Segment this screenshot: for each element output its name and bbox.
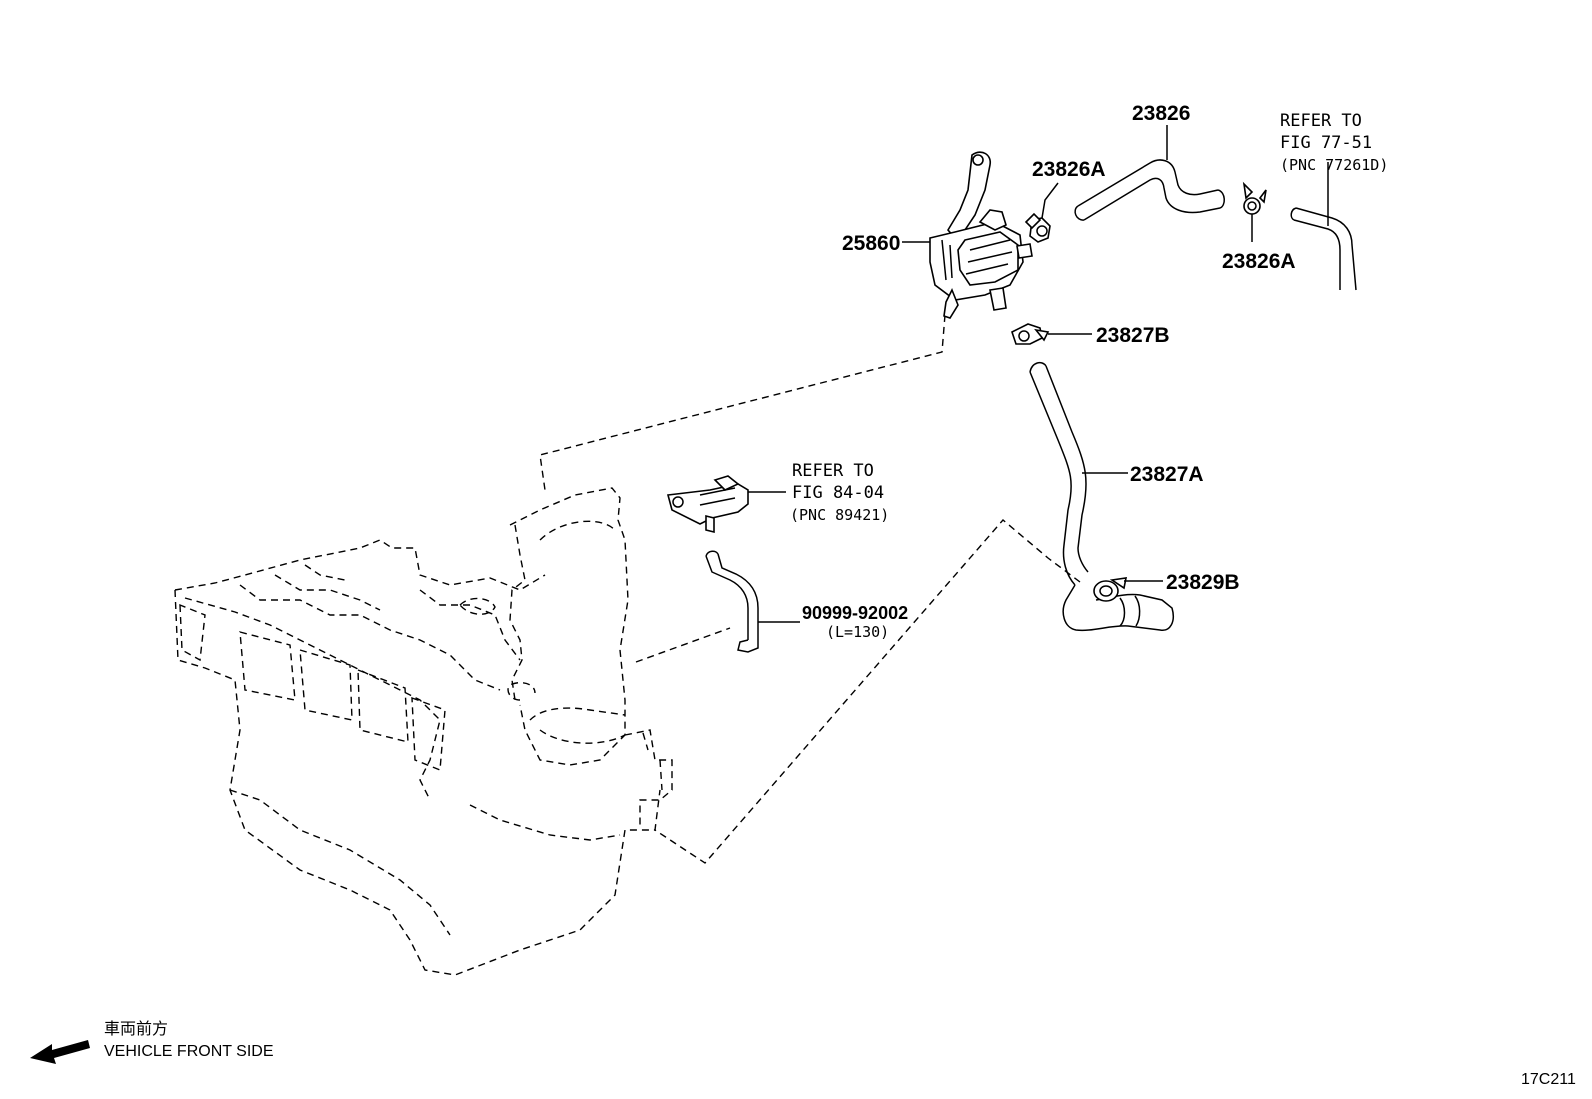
ref-84-04-line3: (PNC 89421) <box>790 506 889 524</box>
callout-23827a: 23827A <box>1130 463 1204 486</box>
direction-label-jp: 車両前方 <box>104 1020 168 1038</box>
vehicle-front-direction-arrow <box>30 1040 90 1064</box>
part-25860-vsv-valve[interactable] <box>929 151 1033 319</box>
ref-77-51-line1: REFER TO <box>1280 111 1362 131</box>
ref-sensor-89421[interactable] <box>666 475 749 534</box>
leader-23826a-left <box>1041 182 1059 219</box>
callout-23826a-left: 23826A <box>1032 158 1106 181</box>
callout-23826: 23826 <box>1132 102 1190 125</box>
figure-code: 17C211 <box>1521 1071 1576 1088</box>
ref-pipe-77261d[interactable] <box>1290 207 1357 291</box>
part-23826-hose[interactable] <box>1074 159 1225 221</box>
connection-dashed-lines <box>539 314 1081 864</box>
part-23826a-clip-left[interactable] <box>1024 212 1051 243</box>
callout-23829b: 23829B <box>1166 571 1240 594</box>
part-23827a-hose[interactable] <box>1029 361 1174 632</box>
direction-label-en: VEHICLE FRONT SIDE <box>104 1043 274 1060</box>
part-90999-92002-hose[interactable] <box>705 550 759 653</box>
part-23826a-clip-right[interactable] <box>1242 181 1267 215</box>
callout-90999-92002-length: (L=130) <box>826 623 889 641</box>
part-23827b-clip[interactable] <box>1011 323 1050 345</box>
engine-assembly-outline <box>174 487 673 976</box>
callout-23827b: 23827B <box>1096 324 1170 347</box>
ref-77-51-line3: (PNC 77261D) <box>1280 156 1388 174</box>
callout-25860: 25860 <box>842 232 900 255</box>
ref-84-04-line2: FIG 84-04 <box>792 483 884 503</box>
ref-84-04-line1: REFER TO <box>792 461 874 481</box>
callout-90999-92002: 90999-92002 <box>802 603 908 623</box>
part-23829b-clip[interactable] <box>1093 577 1128 602</box>
callout-23826a-right: 23826A <box>1222 250 1296 273</box>
ref-77-51-line2: FIG 77-51 <box>1280 133 1372 153</box>
